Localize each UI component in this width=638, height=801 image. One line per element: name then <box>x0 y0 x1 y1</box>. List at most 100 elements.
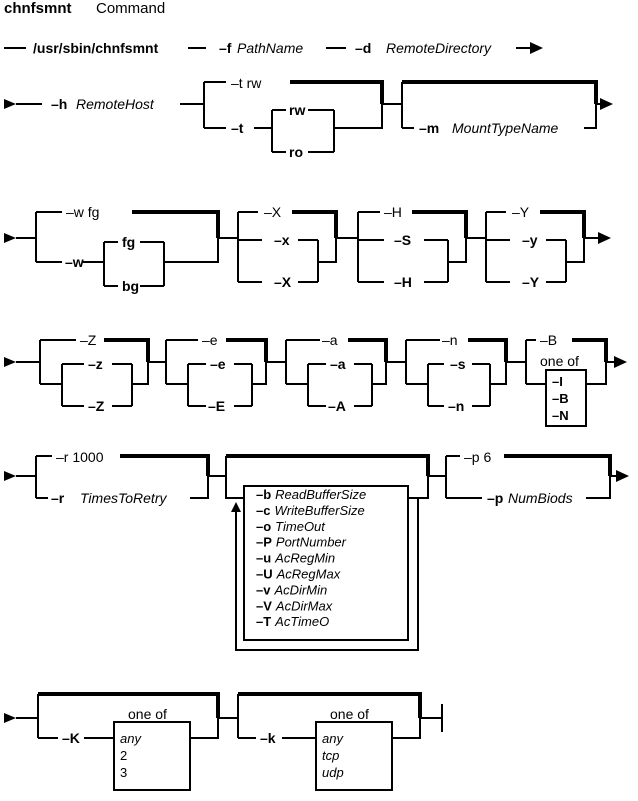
oneof-item-I: –I <box>552 374 563 389</box>
line-3-lines <box>16 210 598 287</box>
option-argument: AcRegMax <box>276 567 341 582</box>
k-item-tcp: tcp <box>322 748 339 763</box>
K-item-any: any <box>120 731 142 746</box>
continue-arrow <box>598 232 611 244</box>
h-flag: –h <box>51 96 67 112</box>
options-box <box>243 485 409 641</box>
continuation-arrow-in <box>4 233 16 243</box>
p-default: –p 6 <box>464 449 491 465</box>
K-item-2: 2 <box>120 748 127 763</box>
line-5-lines <box>16 454 616 651</box>
n-default: –n <box>442 332 458 348</box>
B-oneof-box <box>545 369 587 427</box>
m-flag: –m <box>419 120 439 136</box>
S-upper: –S <box>394 232 411 248</box>
H-upper: –H <box>394 274 412 290</box>
p-argument: NumBiods <box>508 490 573 506</box>
continuation-arrow-in <box>4 99 16 109</box>
option-item: –c WriteBufferSize <box>256 503 365 518</box>
option-flag: –P <box>256 535 272 550</box>
y-lower: –y <box>522 232 538 248</box>
r-default: –r 1000 <box>56 449 104 465</box>
X-upper: –X <box>274 274 292 290</box>
n-lower: –n <box>448 398 464 414</box>
K-flag: –K <box>62 730 80 746</box>
t-rw: rw <box>289 102 305 118</box>
B-default: –B <box>540 332 557 348</box>
e-lower: –e <box>210 356 226 372</box>
H-default: –H <box>384 204 402 220</box>
Y-upper: –Y <box>522 274 540 290</box>
option-argument: TimeOut <box>275 519 326 534</box>
x-lower: –x <box>274 232 290 248</box>
option-flag: –b <box>256 487 271 502</box>
t-ro: ro <box>289 144 303 160</box>
r-argument: TimesToRetry <box>80 490 167 506</box>
E-upper: –E <box>208 398 225 414</box>
k-oneof-label: one of <box>330 706 369 722</box>
d-flag: –d <box>355 40 371 56</box>
continuation-arrow-in <box>4 357 16 367</box>
K-oneof-label: one of <box>128 706 167 722</box>
m-argument: MountTypeName <box>452 120 559 136</box>
line-4-lines <box>16 338 614 407</box>
K-oneof-box <box>113 721 191 791</box>
w-flag: –w <box>65 254 84 270</box>
option-flag: –o <box>256 519 271 534</box>
B-oneof-label: one of <box>540 353 579 369</box>
oneof-item-N: –N <box>552 408 569 423</box>
option-argument: ReadBufferSize <box>275 487 366 502</box>
Z-upper: –Z <box>88 398 105 414</box>
option-flag: –V <box>256 598 272 613</box>
options-list: –b ReadBufferSize –c WriteBufferSize–o TimeO… <box>256 487 366 629</box>
w-bg: bg <box>122 278 139 294</box>
s-lower: –s <box>450 356 466 372</box>
option-argument: AcDirMin <box>273 582 327 597</box>
Z-default: –Z <box>80 332 97 348</box>
f-flag: –f <box>219 40 232 56</box>
continuation-arrow-in <box>4 713 16 723</box>
t-flag: –t <box>231 120 244 136</box>
a-default: –a <box>322 332 338 348</box>
oneof-item-B: –B <box>552 391 569 406</box>
option-flag: –v <box>256 582 271 597</box>
continue-arrow <box>614 356 627 368</box>
option-argument: AcRegMin <box>274 551 335 566</box>
k-flag: –k <box>260 730 276 746</box>
w-default: –w fg <box>66 204 99 220</box>
option-flag: –c <box>256 503 270 518</box>
p-flag: –p <box>487 490 503 506</box>
command-name: chnfsmnt <box>4 0 72 17</box>
continue-arrow <box>530 42 543 54</box>
z-lower: –z <box>88 356 103 372</box>
option-argument: AcDirMax <box>275 598 333 613</box>
option-flag: –T <box>256 614 271 629</box>
A-upper: –A <box>328 398 346 414</box>
f-argument: PathName <box>237 40 303 56</box>
continue-arrow <box>600 98 613 110</box>
command-word: Command <box>96 0 165 17</box>
option-argument: AcTimeO <box>274 614 329 629</box>
X-default: –X <box>264 204 282 220</box>
command-path: /usr/sbin/chnfsmnt <box>33 40 159 56</box>
line-2-lines <box>16 80 600 153</box>
option-flag: –u <box>256 551 271 566</box>
w-fg: fg <box>122 234 135 250</box>
repeat-arrow <box>231 502 241 512</box>
k-item-udp: udp <box>322 765 344 780</box>
continuation-arrow-in <box>4 471 16 481</box>
h-argument: RemoteHost <box>76 96 155 112</box>
t-default: –t rw <box>231 75 262 91</box>
option-argument: WriteBufferSize <box>274 503 364 518</box>
k-item-any: any <box>322 731 344 746</box>
continue-arrow <box>616 470 629 482</box>
option-flag: –U <box>256 567 273 582</box>
